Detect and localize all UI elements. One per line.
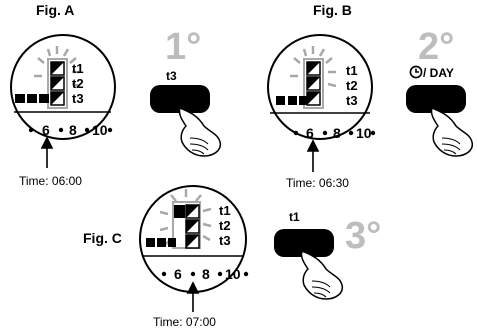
fig-c-scale: 6 8 10 bbox=[161, 266, 249, 282]
fig-a-flash-rays bbox=[34, 46, 81, 88]
clock-icon bbox=[409, 65, 423, 79]
fig-c-segment-t3 bbox=[185, 234, 200, 249]
fig-b-title: Fig. B bbox=[313, 2, 352, 18]
fig-c-bar-2 bbox=[157, 238, 166, 247]
fig-c-pointer-arrow bbox=[186, 281, 200, 312]
step-2: 2° bbox=[418, 26, 455, 68]
fig-b-t3: t3 bbox=[346, 93, 358, 108]
fig-b-bar-3 bbox=[299, 96, 307, 105]
button-c[interactable] bbox=[274, 229, 344, 300]
fig-b-t1: t1 bbox=[346, 63, 358, 78]
fig-c-t1: t1 bbox=[219, 203, 231, 218]
fig-a-segment-t2 bbox=[50, 76, 65, 91]
fig-b-segment-t3 bbox=[306, 91, 321, 106]
fig-a-scale: 6 8 10 bbox=[28, 122, 113, 138]
fig-b-segment-t2 bbox=[306, 76, 321, 91]
fig-a-bar-1 bbox=[15, 94, 25, 103]
fig-c-bar-3 bbox=[168, 238, 176, 247]
svg-text:10: 10 bbox=[225, 266, 241, 282]
step-3: 3° bbox=[345, 215, 382, 257]
button-b-label: / DAY bbox=[409, 65, 454, 80]
button-a[interactable] bbox=[150, 85, 222, 157]
fig-c-bar-1 bbox=[146, 238, 155, 247]
button-c-label: t1 bbox=[289, 210, 300, 224]
fig-c-block bbox=[174, 205, 185, 218]
fig-a-flash-box bbox=[47, 58, 68, 109]
button-b[interactable] bbox=[406, 85, 474, 157]
fig-b-pointer-arrow bbox=[306, 139, 320, 172]
t3-button[interactable] bbox=[150, 85, 210, 113]
svg-text:8: 8 bbox=[202, 266, 210, 282]
button-a-label: t3 bbox=[166, 69, 177, 83]
fig-b-display: t1 t2 t3 6 8 10 bbox=[267, 34, 376, 172]
fig-c-segment-t2 bbox=[185, 219, 200, 234]
fig-c-t2: t2 bbox=[219, 218, 231, 233]
t1-button[interactable] bbox=[274, 229, 334, 257]
fig-a-t1: t1 bbox=[72, 61, 84, 76]
fig-b-flash-box bbox=[303, 58, 324, 109]
svg-text:10: 10 bbox=[356, 125, 372, 141]
svg-text:8: 8 bbox=[333, 125, 341, 141]
fig-c-time: Time: 07:00 bbox=[153, 315, 216, 329]
fig-b-t2: t2 bbox=[346, 78, 358, 93]
fig-b-flash-rays bbox=[290, 46, 337, 88]
hand-press-icon bbox=[430, 107, 474, 157]
fig-a-segment-t3 bbox=[50, 91, 65, 106]
fig-c-t3: t3 bbox=[219, 233, 231, 248]
fig-c-display: t1 t2 t3 6 8 10 bbox=[139, 185, 249, 312]
svg-text:6: 6 bbox=[174, 266, 182, 282]
fig-a-display: t1 t2 t3 6 8 10 bbox=[10, 34, 116, 168]
fig-b-time: Time: 06:30 bbox=[286, 176, 349, 190]
fig-b-segment-t1 bbox=[306, 61, 321, 76]
svg-text:6: 6 bbox=[306, 125, 314, 141]
clock-day-button[interactable] bbox=[406, 85, 466, 113]
fig-b-scale: 6 8 10 bbox=[293, 125, 376, 141]
fig-c-title: Fig. C bbox=[83, 230, 122, 246]
fig-c-segment-t1 bbox=[185, 204, 200, 219]
hand-press-icon bbox=[300, 250, 344, 300]
fig-a-pointer-arrow bbox=[40, 136, 54, 168]
hand-press-icon bbox=[178, 107, 222, 157]
fig-b-bar-2 bbox=[288, 96, 297, 105]
fig-a-time: Time: 06:00 bbox=[19, 174, 82, 188]
day-label: / DAY bbox=[423, 66, 454, 80]
fig-a-title: Fig. A bbox=[36, 2, 75, 18]
fig-a-bar-3 bbox=[39, 94, 49, 103]
fig-a-segment-t1 bbox=[50, 61, 65, 76]
fig-b-bar-1 bbox=[276, 96, 285, 105]
fig-a-bar-2 bbox=[27, 94, 37, 103]
step-1: 1° bbox=[165, 26, 202, 68]
svg-text:8: 8 bbox=[69, 122, 77, 138]
svg-text:6: 6 bbox=[42, 122, 50, 138]
svg-text:10: 10 bbox=[92, 122, 108, 138]
fig-a-t3: t3 bbox=[72, 91, 84, 106]
fig-a-t2: t2 bbox=[72, 76, 84, 91]
